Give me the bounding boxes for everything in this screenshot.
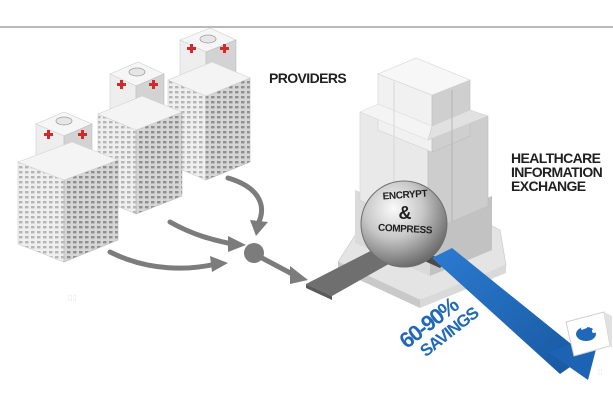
hie-label-line-2: INFORMATION — [511, 164, 603, 180]
watermark-right: ▯ — [598, 367, 602, 376]
encrypt-sphere-icon — [360, 180, 448, 268]
hie-label-line-3: EXCHANGE — [511, 178, 586, 194]
sphere-ampersand-text: & — [398, 203, 412, 223]
junction-node — [244, 243, 264, 263]
providers-label: PROVIDERS — [269, 70, 347, 86]
pipe-arrowhead — [290, 266, 308, 284]
piggy-bank-icon — [565, 311, 612, 357]
savings-beam — [432, 248, 586, 374]
sphere-compress-text: COMPRESS — [377, 222, 433, 237]
arrowhead-2 — [228, 236, 246, 252]
hospital-building-1 — [17, 111, 119, 263]
sphere-label: ENCRYPT & COMPRESS — [360, 188, 450, 237]
arrowhead-1 — [250, 220, 268, 236]
provider-flow-arrows — [107, 175, 264, 271]
watermark-left: ▯▯ — [68, 293, 77, 302]
arrowhead-3 — [210, 256, 228, 272]
hie-label-line-1: HEALTHCARE — [511, 150, 601, 166]
hie-label: HEALTHCARE INFORMATION EXCHANGE — [511, 151, 611, 193]
